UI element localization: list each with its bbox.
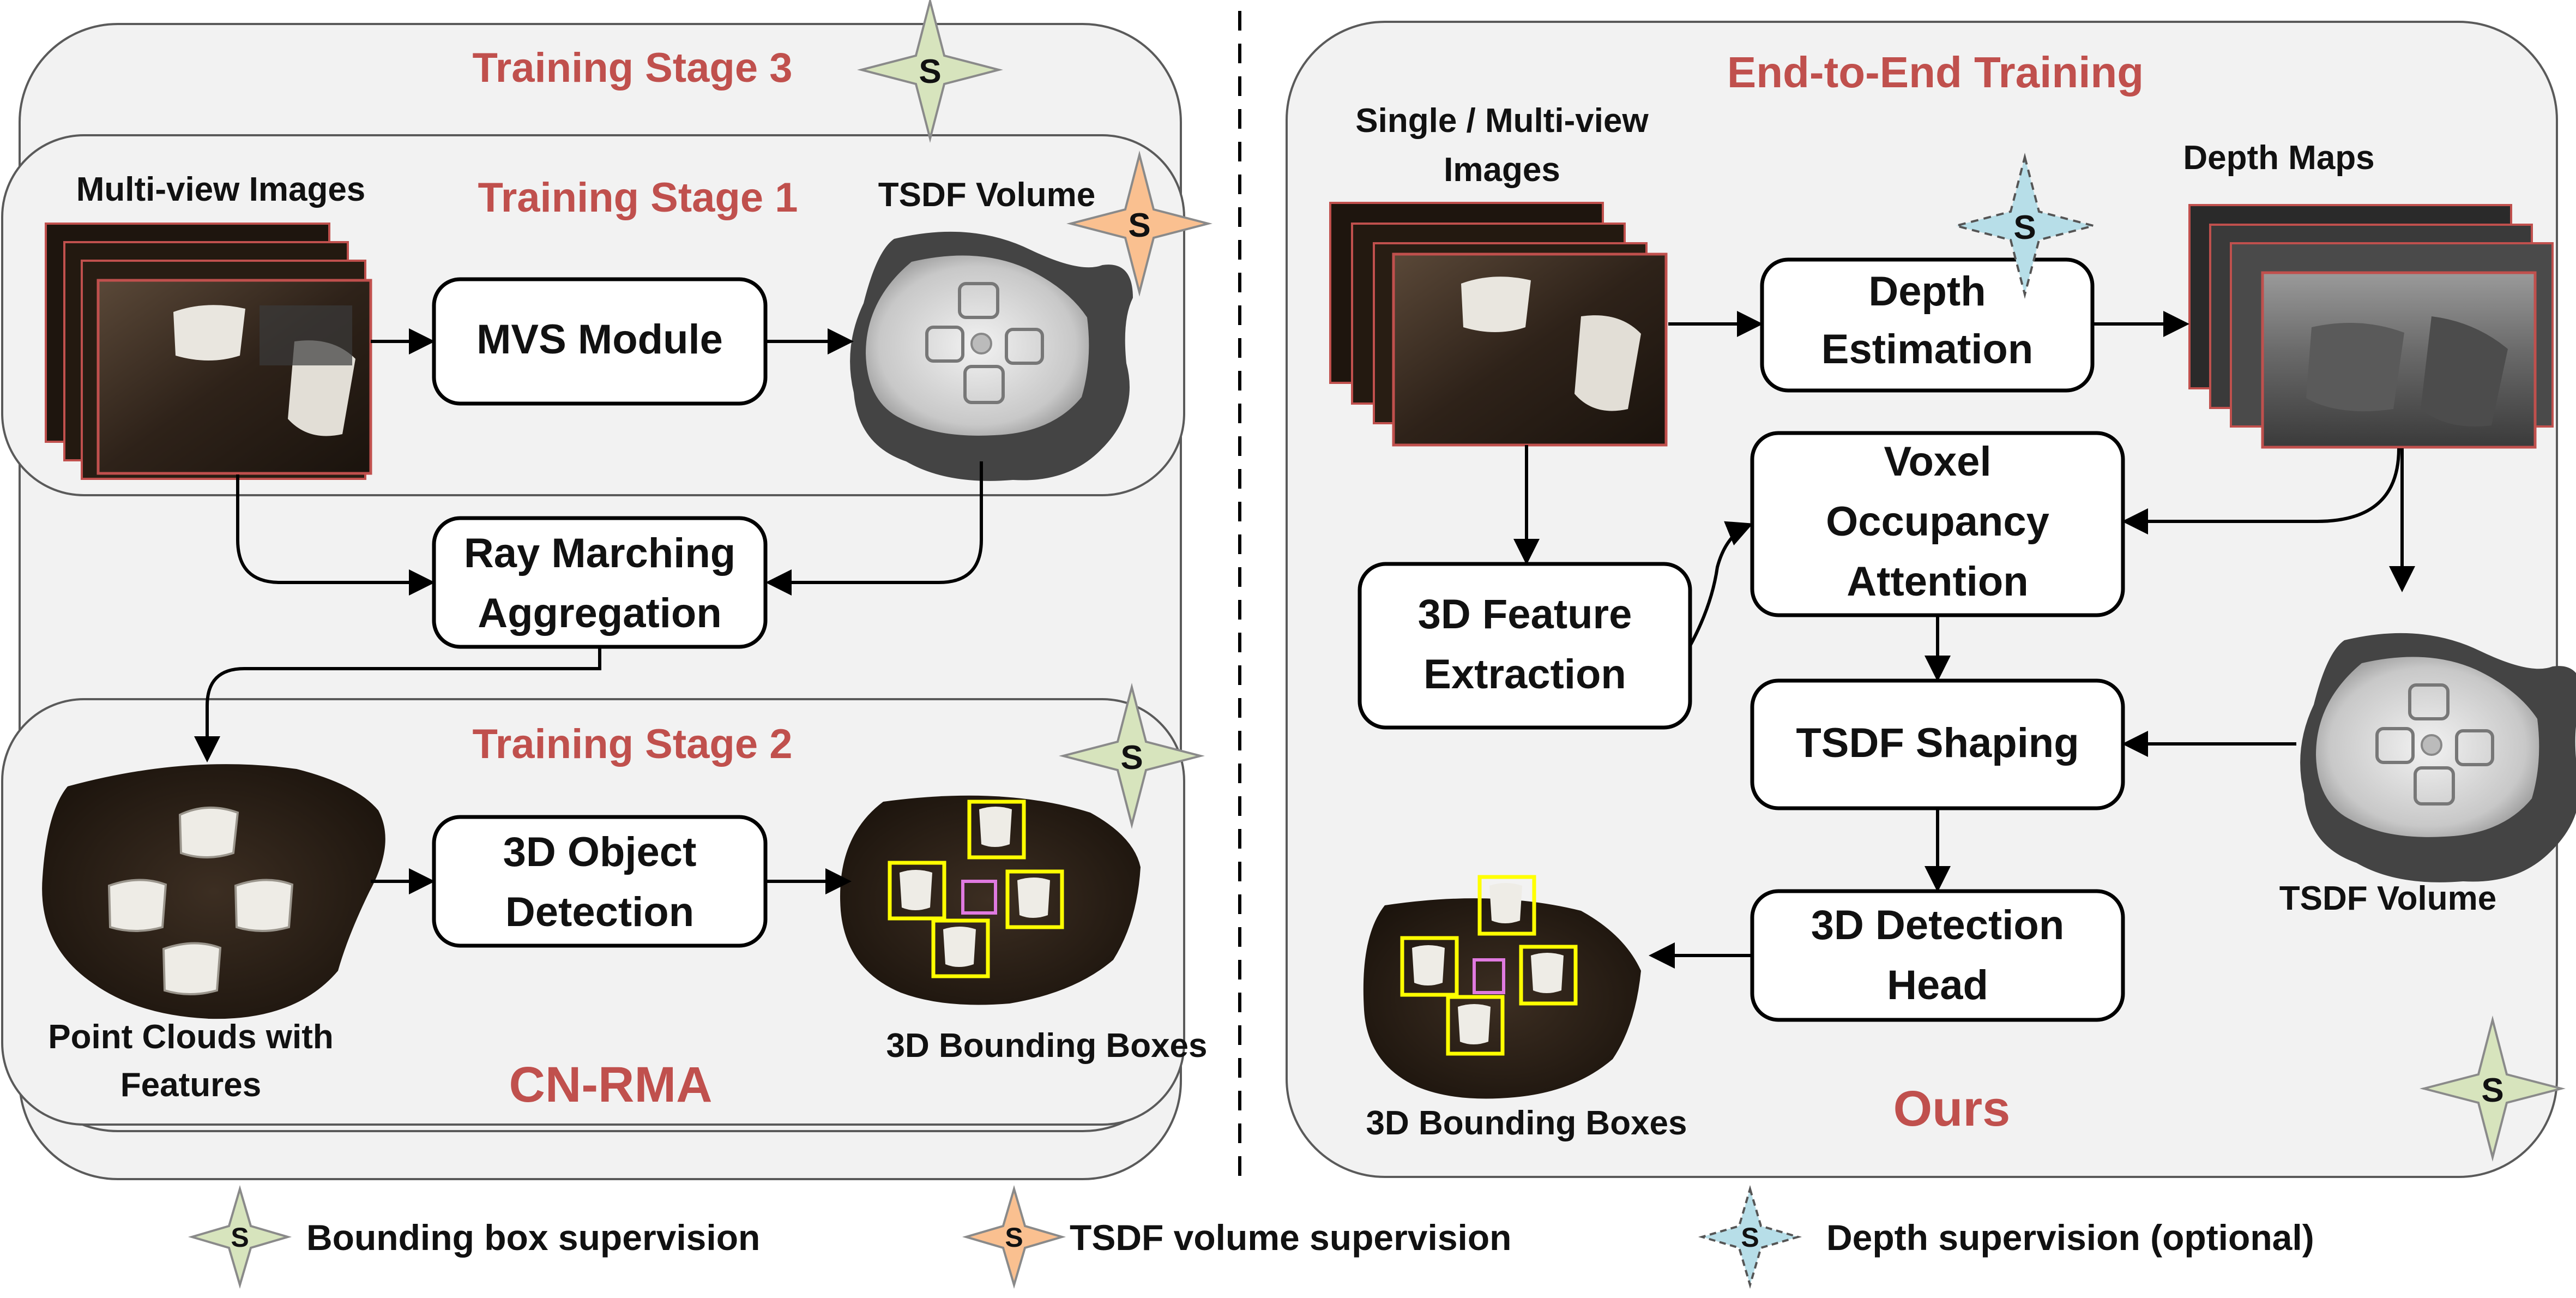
ray-marching-label-line2: Aggregation xyxy=(478,590,722,636)
depth-estimation-label-line1: Depth xyxy=(1868,268,1986,315)
3d-feature-extraction-box[interactable] xyxy=(1358,562,1692,730)
3d-bounding-boxes-left xyxy=(840,795,1141,1005)
cn-rma-title: CN-RMA xyxy=(509,1057,712,1113)
multiview-images-label: Multi-view Images xyxy=(76,171,366,208)
star-bbox-ours: S xyxy=(2420,1015,2566,1162)
3d-bounding-boxes-label-right: 3D Bounding Boxes xyxy=(1366,1104,1687,1142)
arrow-feature-to-voxel-attention xyxy=(1688,521,1753,647)
single-multiview-image-stack xyxy=(1329,202,1668,447)
svg-text:S: S xyxy=(1005,1222,1023,1253)
end-to-end-title: End-to-End Training xyxy=(1727,48,2144,97)
multiview-image-stack xyxy=(45,223,372,480)
object-detection-label-line1: 3D Object xyxy=(503,829,697,875)
svg-text:S: S xyxy=(919,53,941,91)
arrow-ray-marching-to-point-cloud xyxy=(194,647,601,762)
svg-text:S: S xyxy=(1741,1222,1759,1253)
tsdf-volume-label-right: TSDF Volume xyxy=(2279,880,2496,917)
single-multiview-label-line2: Images xyxy=(1444,151,1560,189)
point-clouds-label-line1: Point Clouds with xyxy=(48,1018,334,1056)
tsdf-volume-left xyxy=(850,231,1133,481)
object-detection-label-line2: Detection xyxy=(505,889,694,935)
voxel-label-line2: Occupancy xyxy=(1826,498,2049,545)
3d-bounding-boxes-label-left: 3D Bounding Boxes xyxy=(886,1027,1207,1065)
legend-depth-star: S xyxy=(1698,1185,1802,1289)
star-bbox-stage3: S xyxy=(857,0,1003,143)
training-stage-2-title: Training Stage 2 xyxy=(472,721,792,767)
mvs-module-label: MVS Module xyxy=(476,316,723,363)
depth-maps-label: Depth Maps xyxy=(2183,139,2374,177)
legend-tsdf-star: S xyxy=(962,1185,1066,1289)
training-stage-1-title: Training Stage 1 xyxy=(478,175,798,221)
legend-bbox-star: S xyxy=(188,1185,292,1289)
point-cloud-with-features xyxy=(42,764,385,1019)
svg-text:S: S xyxy=(1128,207,1150,244)
tsdf-volume-label-left: TSDF Volume xyxy=(878,176,1095,214)
training-stage-3-title: Training Stage 3 xyxy=(472,45,792,91)
tsdf-volume-right xyxy=(2300,633,2576,882)
legend-bbox-label: Bounding box supervision xyxy=(306,1217,760,1258)
depth-maps-stack xyxy=(2188,204,2554,449)
legend-depth-label: Depth supervision (optional) xyxy=(1826,1217,2314,1258)
voxel-label-line1: Voxel xyxy=(1884,438,1991,485)
single-multiview-label-line1: Single / Multi-view xyxy=(1355,102,1649,140)
tsdf-shaping-label: TSDF Shaping xyxy=(1796,720,2079,766)
legend-tsdf-label: TSDF volume supervision xyxy=(1070,1217,1512,1258)
arrow-images-to-ray-marching xyxy=(236,474,435,596)
point-clouds-label-line2: Features xyxy=(120,1066,261,1104)
legend: S Bounding box supervision S TSDF volume… xyxy=(188,1185,2314,1289)
depth-estimation-label-line2: Estimation xyxy=(1821,326,2034,372)
star-bbox-stage2: S xyxy=(1059,683,1205,829)
svg-text:S: S xyxy=(2481,1072,2503,1109)
svg-text:S: S xyxy=(231,1222,249,1253)
feature-extraction-label-line1: 3D Feature xyxy=(1418,591,1632,638)
detection-head-label-line1: 3D Detection xyxy=(1811,902,2065,948)
svg-text:S: S xyxy=(1120,739,1143,777)
arrow-depth-maps-to-voxel-attention xyxy=(2122,448,2400,534)
detection-head-label-line2: Head xyxy=(1887,962,1988,1008)
arrow-tsdf-to-ray-marching xyxy=(765,461,983,596)
feature-extraction-label-line2: Extraction xyxy=(1423,651,1626,698)
ray-marching-label-line1: Ray Marching xyxy=(464,530,735,576)
ours-title: Ours xyxy=(1893,1081,2011,1137)
star-tsdf-stage1: S xyxy=(1066,151,1212,297)
svg-text:S: S xyxy=(2013,209,2036,247)
star-depth: S xyxy=(1952,153,2098,299)
3d-bounding-boxes-right xyxy=(1363,875,1641,1099)
voxel-label-line3: Attention xyxy=(1847,558,2028,605)
